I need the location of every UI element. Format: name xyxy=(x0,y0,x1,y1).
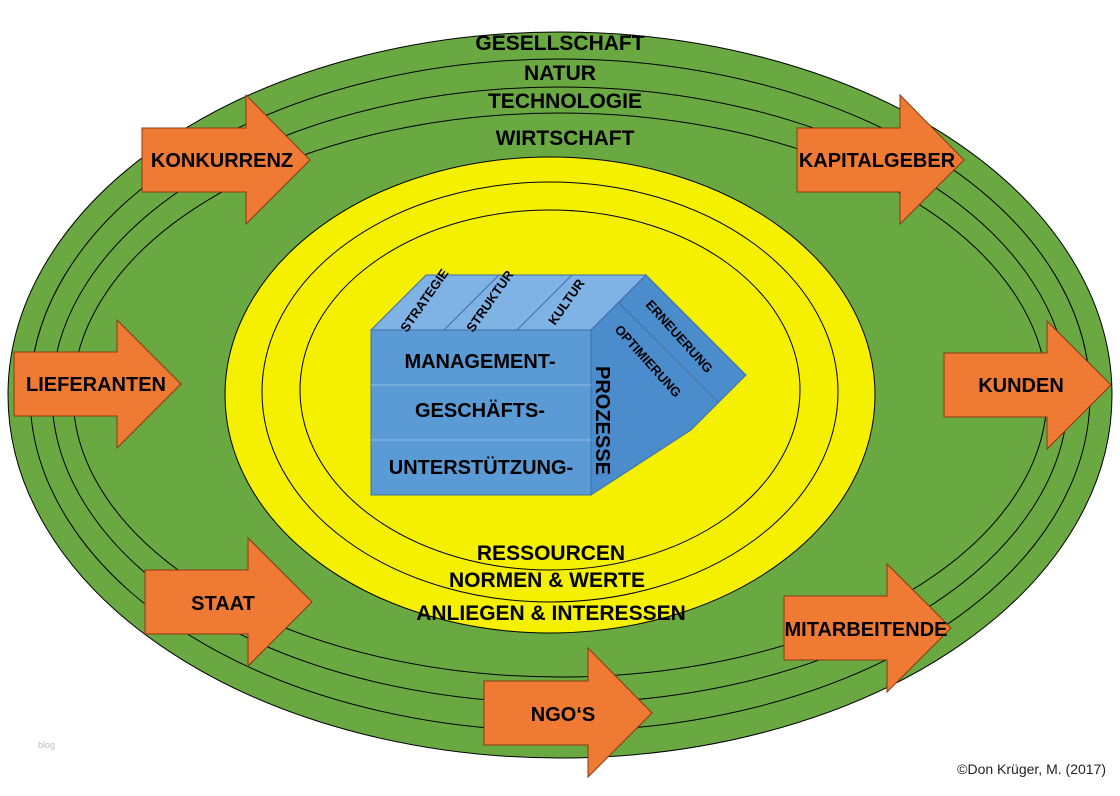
cube-label-geschaefts: GESCHÄFTS- xyxy=(415,399,545,422)
arrow-staat: STAAT xyxy=(144,536,313,668)
arrow-ngos: NGO‘S xyxy=(483,646,653,779)
arrow-kapitalgeber-label: KAPITALGEBER xyxy=(799,150,956,172)
label-normen: NORMEN & WERTE xyxy=(449,569,645,592)
arrow-kunden-label: KUNDEN xyxy=(978,375,1064,397)
cube-front-face xyxy=(370,329,592,496)
label-gesellschaft: GESELLSCHAFT xyxy=(475,32,644,55)
ring-normen xyxy=(261,181,839,603)
arrow-lieferanten: LIEFERANTEN xyxy=(13,318,182,450)
watermark-text: blog xyxy=(38,740,56,750)
label-anliegen: ANLIEGEN & INTERESSEN xyxy=(416,602,686,625)
arrow-staat-label: STAAT xyxy=(191,593,255,615)
arrow-lieferanten-label: LIEFERANTEN xyxy=(26,374,166,396)
ring-anliegen xyxy=(299,209,801,571)
process-cube: STRATEGIE STRUKTUR KULTUR ERNEUERUNG OPT… xyxy=(369,266,747,496)
arrow-konkurrenz: KONKURRENZ xyxy=(141,93,311,226)
label-technologie: TECHNOLOGIE xyxy=(488,90,642,113)
arrow-kunden: KUNDEN xyxy=(943,319,1112,451)
cube-label-unterstuetzung: UNTERSTÜTZUNG- xyxy=(389,456,573,479)
cube-label-management: MANAGEMENT- xyxy=(404,351,555,373)
arrow-mitarbeitende: MITARBEITENDE xyxy=(783,562,952,694)
cube-label-prozesse: PROZESSE xyxy=(591,366,613,475)
label-natur: NATUR xyxy=(524,62,596,85)
arrow-konkurrenz-label: KONKURRENZ xyxy=(151,150,293,172)
label-wirtschaft: WIRTSCHAFT xyxy=(496,127,635,150)
arrow-kapitalgeber: KAPITALGEBER xyxy=(796,93,965,226)
label-ressourcen: RESSOURCEN xyxy=(477,542,625,565)
arrow-mitarbeitende-label: MITARBEITENDE xyxy=(785,619,948,641)
copyright-credit: ©Don Krüger, M. (2017) xyxy=(957,761,1106,777)
arrow-ngos-label: NGO‘S xyxy=(531,704,595,726)
